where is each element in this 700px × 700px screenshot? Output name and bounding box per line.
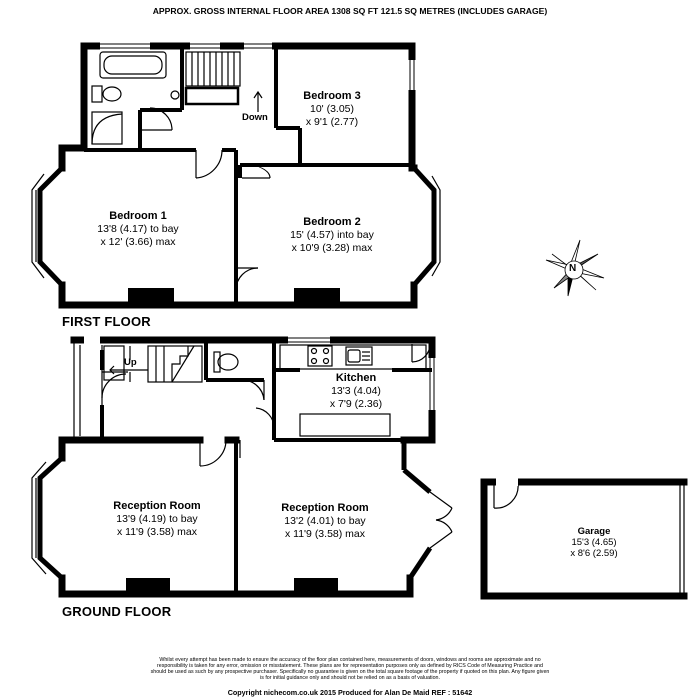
room-label-kitchen: Kitchen 13'3 (4.04) x 7'9 (2.36) (296, 372, 416, 411)
stairs-up-label: Up (124, 357, 137, 368)
room-dimension: 10' (3.05) (309, 103, 355, 115)
room-label-reception2: Reception Room 13'2 (4.01) to bay x 11'9… (250, 502, 400, 541)
room-dimension: x 10'9 (3.28) max (291, 242, 373, 254)
copyright-footer: Copyright nichecom.co.uk 2015 Produced f… (227, 688, 473, 697)
room-dimension: x 11'9 (3.58) max (116, 526, 197, 538)
disclaimer-text: Whilst every attempt has been made to en… (150, 657, 550, 681)
room-label-bedroom3: Bedroom 3 10' (3.05) x 9'1 (2.77) (272, 90, 392, 129)
room-dimension: 13'9 (4.19) to bay (116, 513, 198, 525)
room-dimension: 13'8 (4.17) to bay (97, 223, 179, 235)
room-dimension: x 8'6 (2.59) (570, 548, 618, 559)
room-label-reception1: Reception Room 13'9 (4.19) to bay x 11'9… (82, 500, 232, 539)
stairs-down-label: Down (242, 112, 268, 123)
room-name: Reception Room (113, 500, 201, 512)
room-name: Reception Room (281, 502, 369, 514)
room-dimension: x 11'9 (3.58) max (284, 528, 365, 540)
room-dimension: 15'3 (4.65) (571, 537, 617, 548)
room-dimension: x 9'1 (2.77) (305, 116, 359, 128)
room-dimension: 13'3 (4.04) (331, 385, 381, 397)
room-label-bedroom1: Bedroom 1 13'8 (4.17) to bay x 12' (3.66… (78, 210, 198, 249)
compass-north-label: N (569, 263, 577, 274)
room-dimension: 13'2 (4.01) to bay (284, 515, 366, 527)
room-name: Garage (577, 526, 611, 537)
ground-floor-title: GROUND FLOOR (62, 604, 172, 619)
room-name: Bedroom 1 (109, 210, 167, 222)
room-name: Bedroom 3 (303, 90, 361, 102)
first-floor-title: FIRST FLOOR (62, 314, 151, 329)
room-dimension: 15' (4.57) into bay (290, 229, 374, 241)
room-name: Kitchen (335, 372, 377, 384)
room-label-bedroom2: Bedroom 2 15' (4.57) into bay x 10'9 (3.… (262, 216, 402, 255)
room-dimension: x 7'9 (2.36) (329, 398, 383, 410)
room-name: Bedroom 2 (303, 216, 361, 228)
floor-area-header: APPROX. GROSS INTERNAL FLOOR AREA 1308 S… (152, 6, 548, 16)
room-label-garage: Garage 15'3 (4.65) x 8'6 (2.59) (534, 526, 654, 559)
room-dimension: x 12' (3.66) max (100, 236, 176, 248)
